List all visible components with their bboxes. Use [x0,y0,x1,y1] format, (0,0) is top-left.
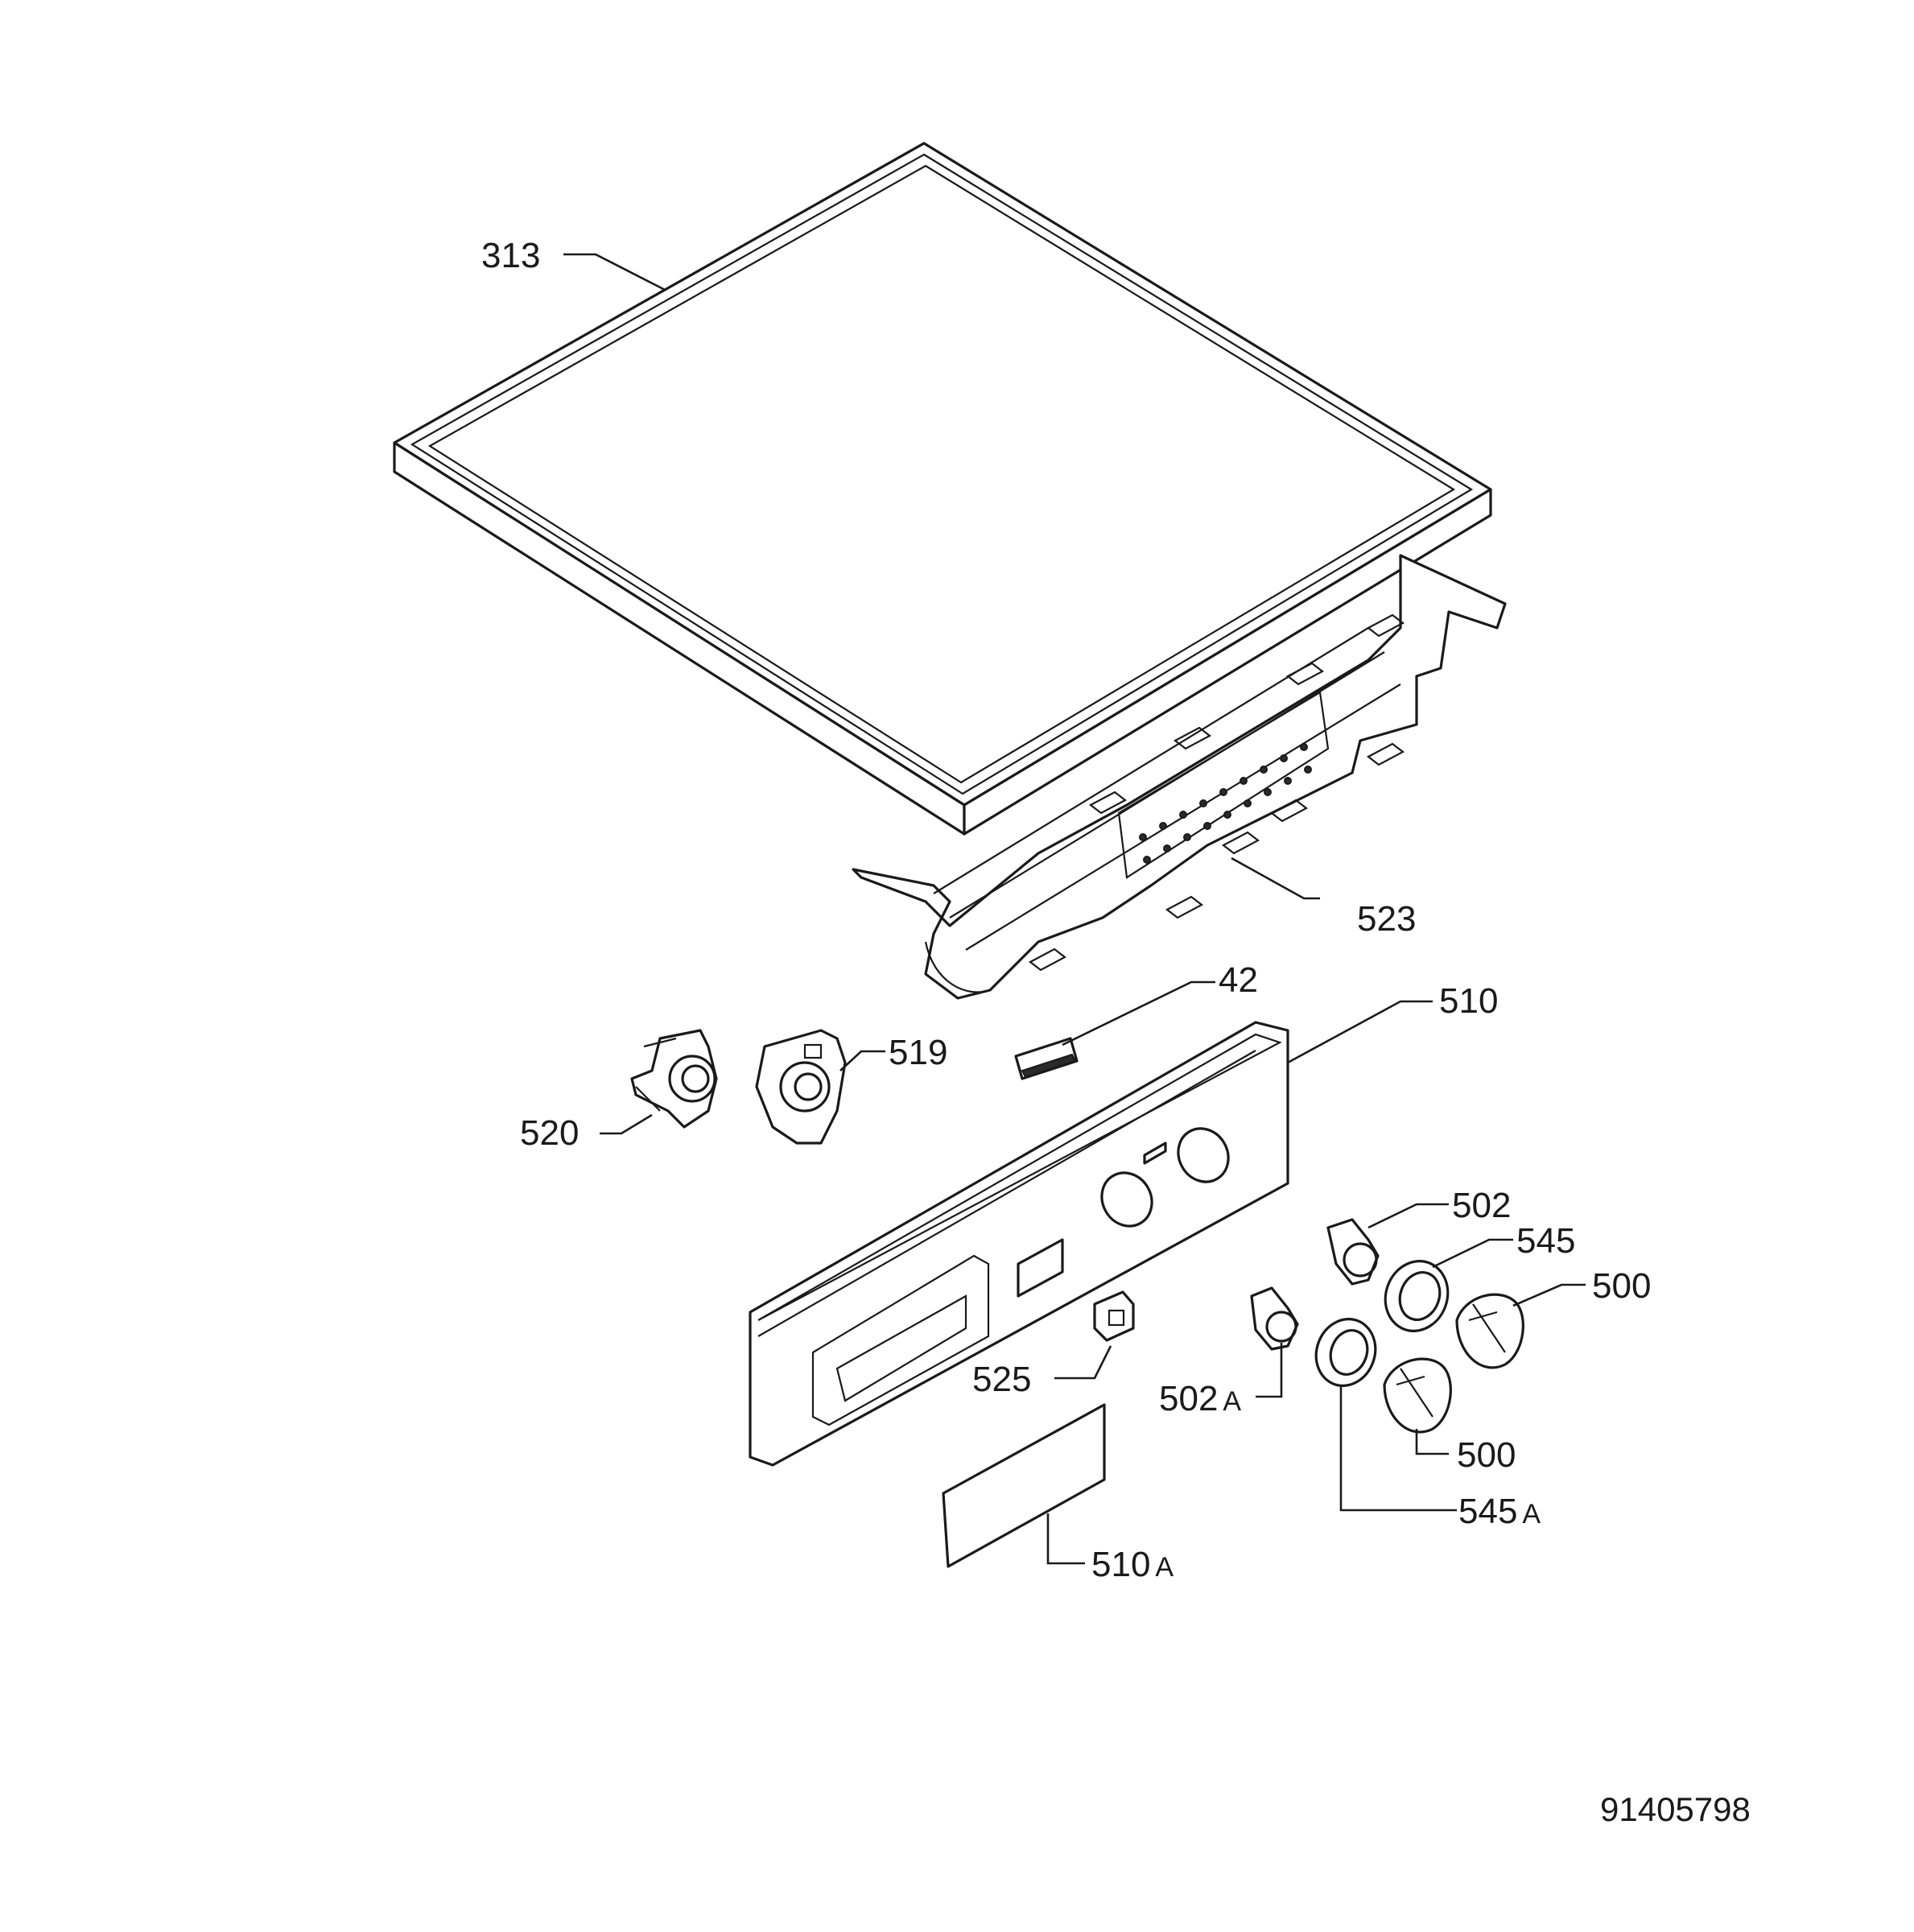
spindle-502a [1250,1286,1299,1351]
leader-42 [1062,980,1215,1046]
leader-523 [1231,857,1320,900]
label-523: 523 [1357,899,1416,939]
leader-519 [839,1050,885,1071]
part-labels: 313 523 42 510 519 520 502 545 500 525 5… [481,236,1651,1584]
label-545: 545 [1516,1221,1575,1261]
label-520: 520 [520,1113,579,1153]
leader-520 [600,1113,653,1135]
leader-545 [1432,1238,1513,1269]
top-cover-313 [393,142,1492,836]
leader-502 [1367,1203,1449,1229]
leader-510a [1046,1513,1085,1565]
leader-510 [1287,1000,1433,1064]
frame-holes [1139,743,1312,864]
leader-545a [1339,1386,1457,1512]
knob-500-top [1455,1293,1524,1369]
bracket-519 [755,1029,847,1145]
label-500-top: 500 [1592,1266,1651,1306]
document-number: 91405798 [1600,1790,1751,1828]
leader-lines [563,253,1586,1565]
clip-42 [1014,1037,1079,1080]
frame-slots [1028,613,1405,972]
leader-500-top [1512,1283,1586,1307]
leader-500-bottom [1415,1429,1449,1455]
ring-545 [1384,1260,1450,1332]
label-510: 510 [1439,981,1498,1021]
leader-313 [563,253,666,291]
switch-525 [1093,1290,1135,1342]
label-502: 502 [1452,1186,1511,1225]
label-500-bottom: 500 [1457,1435,1516,1475]
spindle-502 [1326,1218,1380,1286]
label-plate-510a [942,1403,1106,1568]
panel-frame-523 [852,554,1507,1000]
label-313: 313 [481,236,540,275]
bracket-520 [630,1029,718,1129]
label-525: 525 [972,1360,1031,1399]
ring-545a [1314,1318,1377,1387]
knob-500-bottom [1383,1357,1452,1434]
label-42: 42 [1219,960,1258,1000]
label-519: 519 [889,1033,947,1072]
leader-525 [1054,1345,1112,1380]
leader-502a [1256,1343,1283,1398]
control-panel-510 [749,1021,1289,1467]
